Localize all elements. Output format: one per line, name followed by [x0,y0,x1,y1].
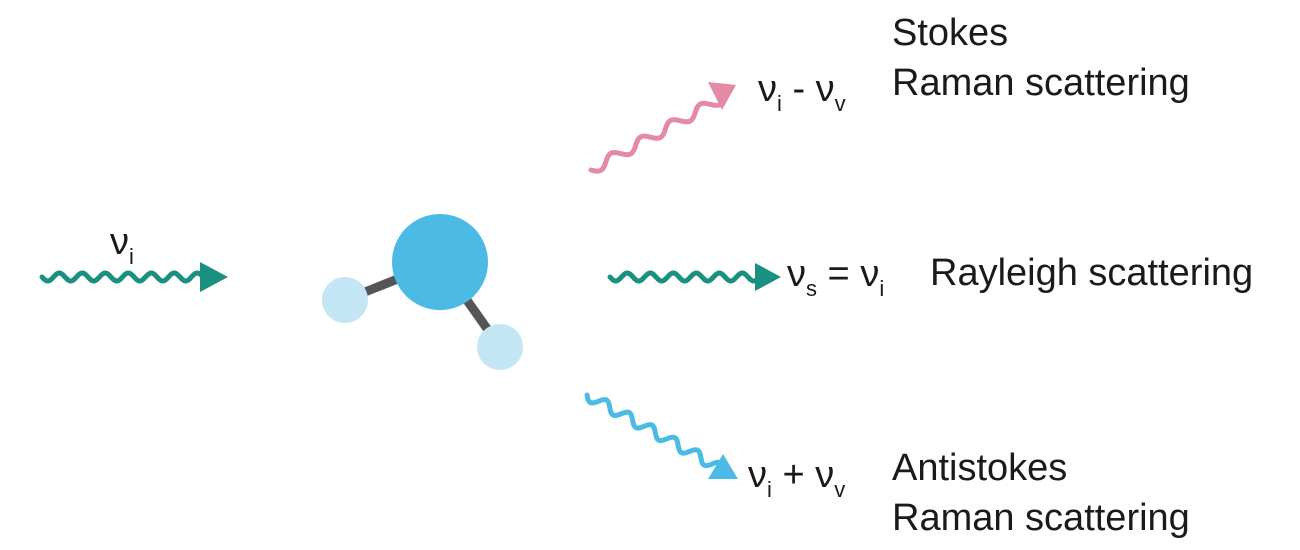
rayleigh-symbol-a: ν [787,253,806,295]
molecule-atom-left [322,277,368,323]
stokes-subtitle: Raman scattering [892,62,1190,104]
antistokes-frequency-label: νi + νv [748,453,845,512]
molecule-atom-right [477,324,523,370]
antistokes-symbol-b: ν [815,454,835,496]
stokes-sub-b: v [834,91,846,116]
incident-wave [39,270,206,284]
stokes-sub-a: i [777,91,782,116]
antistokes-sub-b: v [834,477,846,502]
rayleigh-sub-b: i [879,276,885,301]
antistokes-sub-a: i [767,477,772,502]
molecule-atom-center [392,214,488,310]
rayleigh-frequency-label: νs = νi [787,252,884,311]
antistokes-arrowhead [708,454,738,479]
rayleigh-operator: = [817,253,861,295]
stokes-symbol-a: ν [758,68,777,110]
antistokes-title: Antistokes [892,447,1068,489]
incident-frequency-label: νi [110,220,134,279]
incident-arrowhead [200,262,228,292]
incident-symbol: ν [110,221,129,263]
stokes-frequency-label: νi - νv [758,67,846,126]
antistokes-operator: + [771,454,816,496]
rayleigh-arrowhead [755,263,781,291]
rayleigh-sub-a: s [806,276,817,301]
stokes-operator: - [781,68,816,110]
stokes-arrowhead [708,82,736,110]
incident-subscript: i [129,244,134,269]
rayleigh-wave [607,270,761,284]
stokes-wave [588,100,723,174]
rayleigh-symbol-b: ν [860,253,880,295]
antistokes-symbol-a: ν [748,454,767,496]
stokes-title: Stokes [892,12,1009,54]
rayleigh-title: Rayleigh scattering [930,252,1254,294]
antistokes-wave [584,392,721,469]
antistokes-subtitle: Raman scattering [892,497,1190,539]
stokes-symbol-b: ν [815,68,835,110]
